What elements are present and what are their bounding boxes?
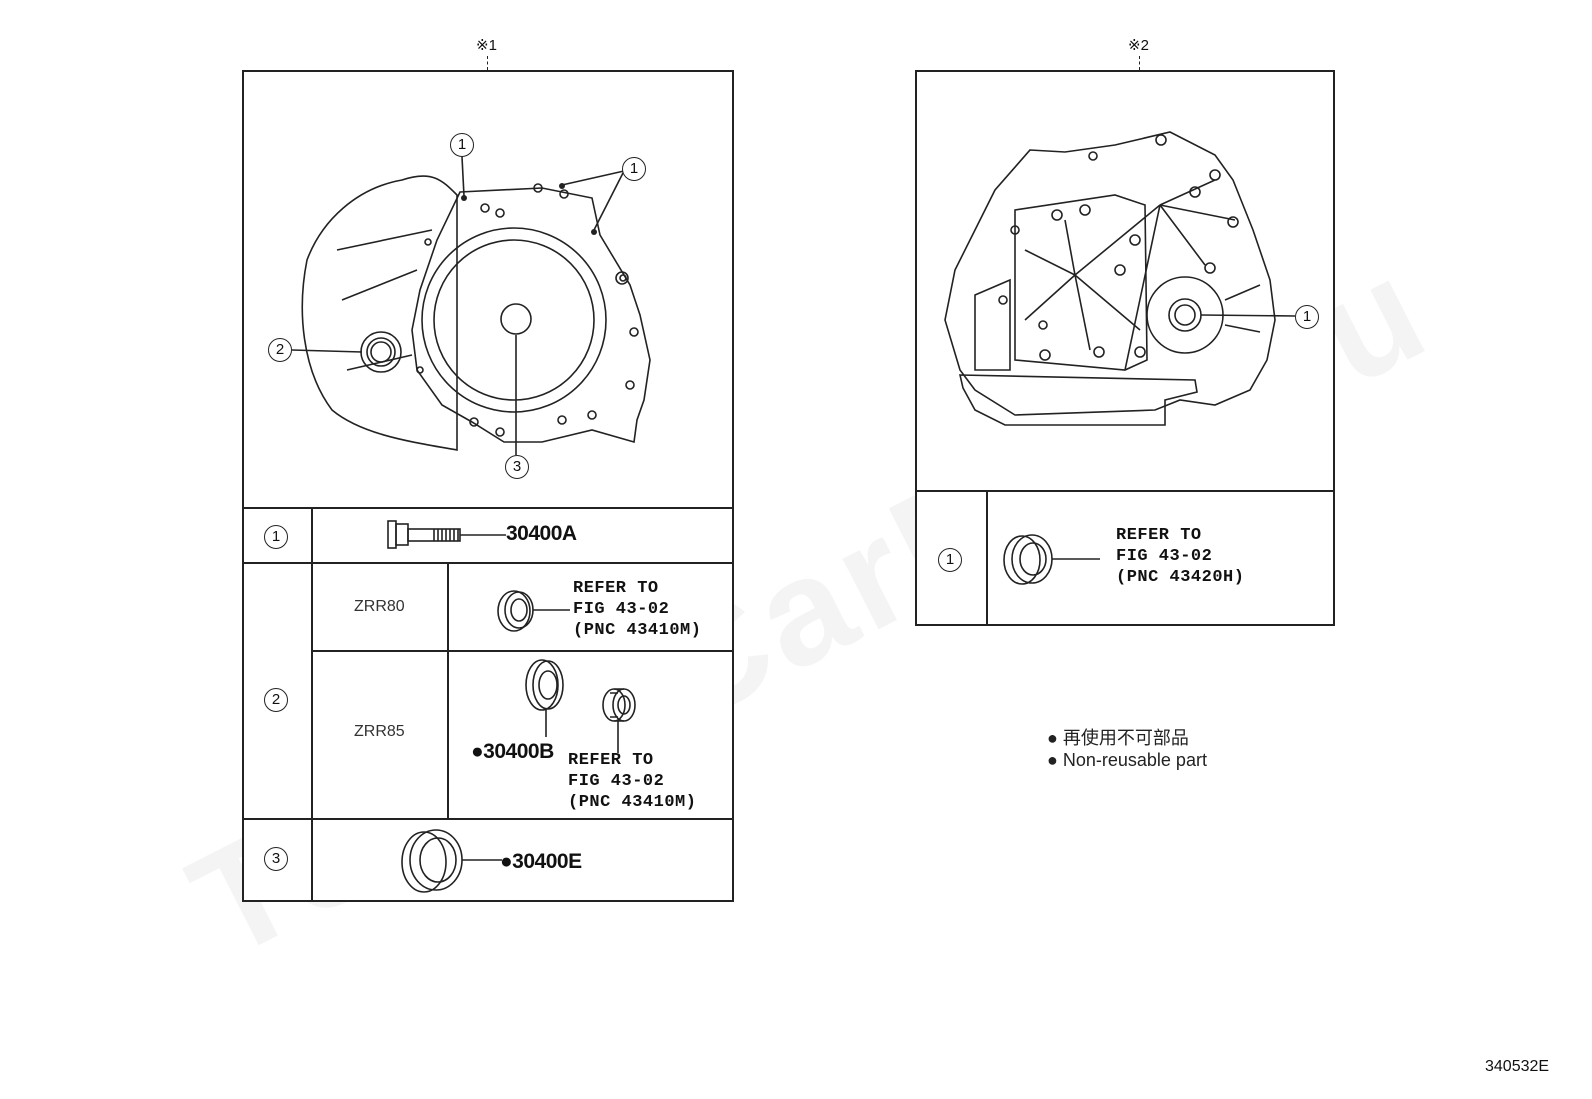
part-30400A: 30400A xyxy=(506,522,577,545)
callout-3: 3 xyxy=(505,455,529,479)
zrr85-ref-line3: (PNC 43410M) xyxy=(568,793,697,812)
left-row2a-bottom xyxy=(312,650,734,652)
part-30400B: ●30400B xyxy=(471,740,554,763)
model-zrr80: ZRR80 xyxy=(354,598,405,615)
right-num-col xyxy=(986,490,988,626)
right-ref-line1: REFER TO xyxy=(1116,526,1202,545)
left-header-leader xyxy=(487,56,488,70)
legend-english: ● Non-reusable part xyxy=(1047,750,1207,770)
oil-seal-icon-right xyxy=(1003,534,1100,585)
oil-seal-icon-30400E xyxy=(401,829,502,893)
bearing-icon-zrr85 xyxy=(602,688,636,753)
callout-1-right: 1 xyxy=(622,157,646,181)
left-model-col xyxy=(447,562,449,818)
row1-number: 1 xyxy=(264,525,288,549)
row3-number: 3 xyxy=(264,847,288,871)
legend-japanese: ● 再使用不可部品 xyxy=(1047,728,1189,748)
right-table-top xyxy=(915,490,1335,492)
bolt-icon xyxy=(387,520,506,549)
row2-number: 2 xyxy=(264,688,288,712)
transaxle-front-drawing xyxy=(291,156,651,455)
right-callout-1: 1 xyxy=(1295,305,1319,329)
zrr80-ref-line2: FIG 43-02 xyxy=(573,600,670,619)
left-row2-bottom xyxy=(242,818,734,820)
right-row1-number: 1 xyxy=(938,548,962,572)
left-panel-header: ※1 xyxy=(476,37,497,54)
zrr80-ref-line1: REFER TO xyxy=(573,579,659,598)
callout-2: 2 xyxy=(268,338,292,362)
model-zrr85: ZRR85 xyxy=(354,723,405,740)
callout-1-top: 1 xyxy=(450,133,474,157)
right-panel xyxy=(915,70,1335,626)
left-table-top xyxy=(242,507,734,509)
transaxle-rear-drawing xyxy=(944,131,1296,426)
oil-seal-icon-zrr80 xyxy=(497,590,570,632)
left-panel xyxy=(242,70,734,902)
right-panel-header: ※2 xyxy=(1128,37,1149,54)
right-header-leader xyxy=(1139,56,1140,70)
right-ref-line3: (PNC 43420H) xyxy=(1116,568,1245,587)
left-num-col xyxy=(311,507,313,902)
right-ref-line2: FIG 43-02 xyxy=(1116,547,1213,566)
zrr85-ref-line2: FIG 43-02 xyxy=(568,772,665,791)
zrr80-ref-line3: (PNC 43410M) xyxy=(573,621,702,640)
zrr85-ref-line1: REFER TO xyxy=(568,751,654,770)
part-30400E: ●30400E xyxy=(500,850,582,873)
oil-seal-icon-zrr85 xyxy=(525,659,564,737)
left-row1-bottom xyxy=(242,562,734,564)
figure-id: 340532E xyxy=(1485,1058,1550,1075)
